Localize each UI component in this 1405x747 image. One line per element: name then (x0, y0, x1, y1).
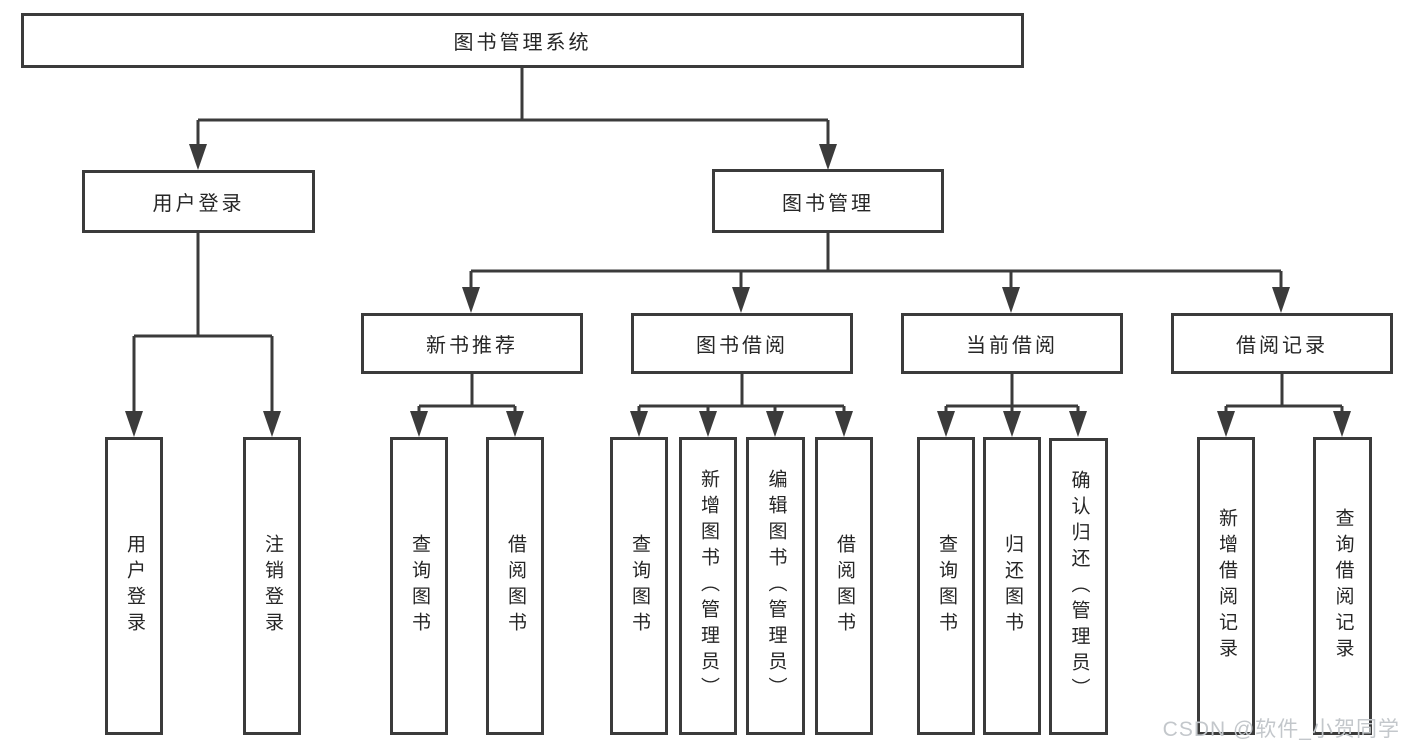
connector-new-book-rec (417, 374, 517, 419)
leaf-label: 确认归还（管理员） (1068, 469, 1090, 704)
arrowhead-borrow-records (1217, 411, 1235, 437)
leaf-bb-borrow-books: 借阅图书 (815, 437, 873, 735)
arrowhead-new-book-rec (410, 411, 428, 437)
leaf-nbr-query-books: 查询图书 (390, 437, 448, 735)
arrowhead-user-login (263, 411, 281, 437)
leaf-bb-add-books-admin: 新增图书（管理员） (679, 437, 737, 735)
arrowhead-book-borrow (699, 411, 717, 437)
node-label: 图书管理系统 (453, 32, 592, 54)
arrowhead-book-mgmt (732, 287, 750, 313)
arrowhead-root (819, 144, 837, 170)
node-book-mgmt: 图书管理 (712, 169, 944, 233)
arrowhead-new-book-rec (506, 411, 524, 437)
node-book-borrow: 图书借阅 (631, 313, 853, 374)
leaf-label: 查询借阅记录 (1332, 508, 1354, 664)
node-label: 借阅记录 (1236, 335, 1328, 357)
leaf-br-query-record: 查询借阅记录 (1313, 437, 1372, 735)
arrowhead-book-borrow (835, 411, 853, 437)
leaf-user-login: 用户登录 (105, 437, 163, 735)
connector-borrow-records (1224, 374, 1344, 419)
leaf-cb-confirm-return-admin: 确认归还（管理员） (1049, 438, 1108, 735)
watermark: CSDN @软件_小贺同学 (1162, 718, 1400, 741)
arrowhead-borrow-records (1333, 411, 1351, 437)
connector-user-login (132, 233, 274, 419)
leaf-label: 查询图书 (935, 534, 957, 638)
leaf-cb-query-books: 查询图书 (917, 437, 975, 735)
node-label: 用户登录 (152, 193, 245, 215)
leaf-label: 借阅图书 (504, 534, 526, 638)
leaf-br-add-record: 新增借阅记录 (1197, 437, 1255, 735)
node-label: 图书借阅 (696, 335, 788, 357)
node-borrow-records: 借阅记录 (1171, 313, 1393, 374)
leaf-bb-query-books: 查询图书 (610, 437, 668, 735)
leaf-label: 编辑图书（管理员） (765, 469, 787, 703)
leaf-cb-return-books: 归还图书 (983, 437, 1041, 735)
leaf-label: 借阅图书 (833, 534, 855, 638)
arrowhead-current-borrow (1003, 411, 1021, 437)
leaf-label: 用户登录 (123, 534, 145, 638)
connector-book-borrow (637, 374, 846, 419)
leaf-bb-edit-books-admin: 编辑图书（管理员） (746, 437, 805, 735)
arrowhead-current-borrow (937, 411, 955, 437)
connector-root (196, 68, 830, 152)
leaf-label: 查询图书 (628, 534, 650, 638)
leaf-label: 查询图书 (408, 534, 430, 638)
arrowhead-book-borrow (766, 411, 784, 437)
leaf-label: 新增图书（管理员） (697, 469, 719, 703)
node-new-book-rec: 新书推荐 (361, 313, 583, 374)
node-label: 新书推荐 (426, 335, 518, 357)
arrowhead-root (189, 144, 207, 170)
leaf-label: 新增借阅记录 (1215, 508, 1237, 664)
leaf-logout-login: 注销登录 (243, 437, 301, 735)
node-label: 图书管理 (782, 192, 874, 215)
arrowhead-book-mgmt (462, 287, 480, 313)
connector-current-borrow (944, 374, 1080, 419)
connector-book-mgmt (469, 233, 1283, 295)
arrowhead-current-borrow (1069, 411, 1087, 437)
node-user-login: 用户登录 (82, 170, 315, 233)
leaf-label: 归还图书 (1001, 534, 1023, 638)
node-label: 当前借阅 (966, 335, 1058, 357)
arrowhead-user-login (125, 411, 143, 437)
leaf-nbr-borrow-books: 借阅图书 (486, 437, 544, 735)
leaf-label: 注销登录 (261, 534, 283, 638)
arrowhead-book-mgmt (1002, 287, 1020, 313)
arrowhead-book-mgmt (1272, 287, 1290, 313)
node-root: 图书管理系统 (21, 13, 1024, 68)
arrowhead-book-borrow (630, 411, 648, 437)
node-current-borrow: 当前借阅 (901, 313, 1123, 374)
